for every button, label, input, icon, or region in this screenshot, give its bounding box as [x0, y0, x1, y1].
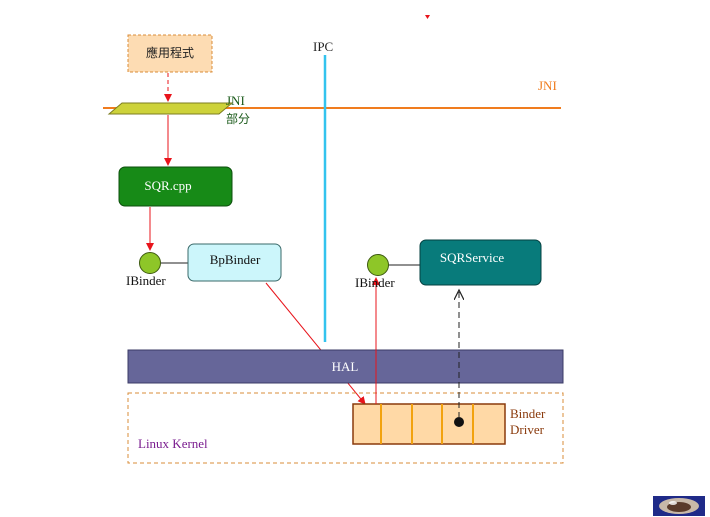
- linux-kernel-label: Linux Kernel: [138, 436, 208, 451]
- jni-left-label-line1: JNI: [226, 93, 245, 108]
- driver-dot: [454, 417, 464, 427]
- hal-bar: [127, 349, 564, 384]
- ibinder-right-circle: [367, 254, 389, 276]
- binder-driver-block: [352, 403, 506, 445]
- ibinder-left-circle: [139, 252, 161, 274]
- app-box: [127, 34, 213, 73]
- bpbinder-to-driver-arrow: [265, 282, 366, 405]
- bpbinder-label: BpBinder: [210, 252, 261, 267]
- binder-driver-label-line2: Driver: [510, 422, 545, 437]
- ibinder-left-label: IBinder: [126, 273, 166, 288]
- ipc-label: IPC: [313, 39, 333, 54]
- logo-icon: [653, 496, 705, 516]
- jni-left-label-line2: 部分: [226, 111, 250, 126]
- sqr-cpp-label: SQR.cpp: [144, 178, 191, 193]
- binder-driver-label-line1: Binder: [510, 406, 546, 421]
- jni-parallelogram: [107, 102, 234, 115]
- linux-kernel-box: [127, 392, 564, 464]
- ibinder-right-label: IBinder: [355, 275, 395, 290]
- sqrservice-label: SQRService: [440, 250, 505, 265]
- sqrservice-box: [419, 239, 542, 286]
- hal-label: HAL: [332, 359, 359, 374]
- bpbinder-box: [187, 243, 282, 282]
- app-box-label: 應用程式: [146, 45, 194, 60]
- top-marker-icon: [425, 15, 430, 19]
- sqr-cpp-box: [118, 166, 233, 207]
- jni-right-label: JNI: [538, 78, 557, 93]
